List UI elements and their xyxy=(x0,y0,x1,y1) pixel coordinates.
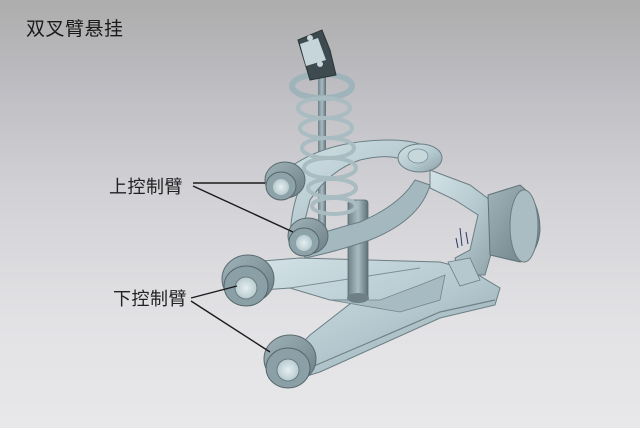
lower-arm-front-bushing xyxy=(221,254,275,307)
upper-arm-front-bushing xyxy=(264,161,306,201)
lower-arm-leader-rear xyxy=(190,300,271,353)
upper-control-arm xyxy=(264,139,443,259)
lower-arm-rear-bushing xyxy=(263,334,317,389)
top-mount xyxy=(297,29,337,81)
lower-control-arm xyxy=(221,254,501,389)
leader-lines xyxy=(190,182,294,353)
steering-knuckle xyxy=(429,169,541,287)
coil-spring xyxy=(289,71,358,216)
lower-control-arm-label: 下控制臂 xyxy=(113,289,187,310)
upper-control-arm-label: 上控制臂 xyxy=(109,177,183,198)
upper-arm-rear-bushing xyxy=(287,217,329,257)
diagram-title: 双叉臂悬挂 xyxy=(26,18,124,40)
lower-arm-leader-front xyxy=(190,285,238,299)
upper-arm-leader-rear xyxy=(192,185,294,233)
